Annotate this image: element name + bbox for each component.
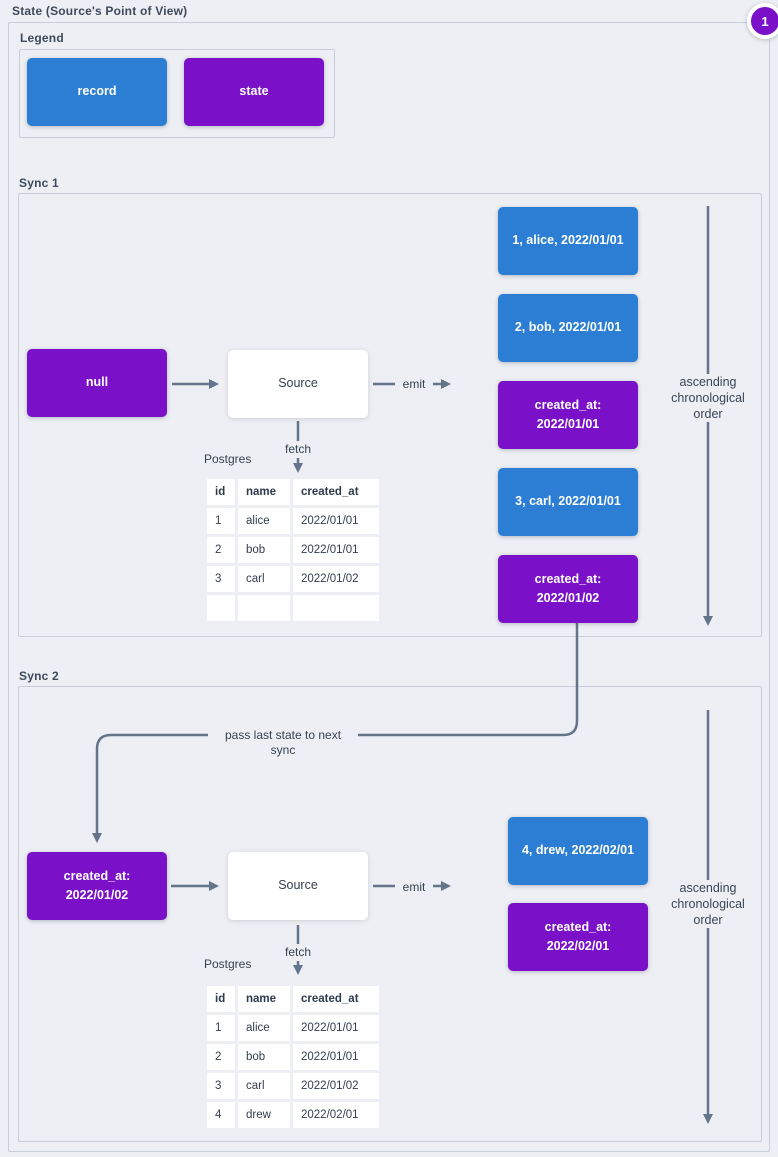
table-cell: 3 — [207, 566, 235, 592]
table-cell — [238, 595, 290, 621]
sync1-fetch-label: fetch — [277, 441, 319, 458]
sync1-emit-label: emit — [395, 376, 433, 393]
legend-panel — [19, 49, 335, 138]
table-cell: drew — [238, 1102, 290, 1128]
table-cell: 1 — [207, 1015, 235, 1041]
sync1-record-3: 3, carl, 2022/01/01 — [498, 468, 638, 536]
table-header: id — [207, 986, 235, 1012]
sync2-input-state-box: created_at: 2022/01/02 — [27, 852, 167, 920]
table-cell: alice — [238, 508, 290, 534]
step-badge: 1 — [747, 3, 778, 39]
sync1-state-2: created_at: 2022/01/02 — [498, 555, 638, 623]
sync1-database-label: Postgres — [201, 451, 255, 468]
state-panel — [8, 22, 770, 1152]
legend-record-box: record — [27, 58, 167, 126]
table-cell: alice — [238, 1015, 290, 1041]
sync2-state-1: created_at: 2022/02/01 — [508, 903, 648, 971]
table-cell: carl — [238, 1073, 290, 1099]
table-cell: 2 — [207, 537, 235, 563]
table-cell: bob — [238, 537, 290, 563]
pass-state-label: pass last state to next sync — [208, 727, 358, 759]
table-header: name — [238, 986, 290, 1012]
table-header: name — [238, 479, 290, 505]
sync1-panel — [18, 193, 762, 637]
table-cell: 2022/02/01 — [293, 1102, 379, 1128]
sync2-source-box: Source — [228, 852, 368, 920]
sync1-record-1: 1, alice, 2022/01/01 — [498, 207, 638, 275]
table-header: created_at — [293, 479, 379, 505]
sync2-emit-label: emit — [395, 879, 433, 896]
table-cell: carl — [238, 566, 290, 592]
table-cell: 2022/01/01 — [293, 1015, 379, 1041]
sync1-state-1: created_at: 2022/01/01 — [498, 381, 638, 449]
sync2-record-1: 4, drew, 2022/02/01 — [508, 817, 648, 885]
table-cell: 2022/01/02 — [293, 1073, 379, 1099]
table-header: id — [207, 479, 235, 505]
table-cell: 2022/01/01 — [293, 537, 379, 563]
table-cell: 2 — [207, 1044, 235, 1070]
table-cell: 1 — [207, 508, 235, 534]
table-cell: 2022/01/01 — [293, 1044, 379, 1070]
table-cell — [293, 595, 379, 621]
sync1-record-2: 2, bob, 2022/01/01 — [498, 294, 638, 362]
sync2-postgres-table: id name created_at 1 alice 2022/01/01 2 … — [207, 986, 379, 1128]
table-cell: 2022/01/02 — [293, 566, 379, 592]
sync2-database-label: Postgres — [201, 956, 255, 973]
table-cell: 3 — [207, 1073, 235, 1099]
sync2-order-note: ascending chronological order — [659, 880, 757, 928]
table-cell — [207, 595, 235, 621]
sync2-label: Sync 2 — [19, 669, 59, 683]
sync2-panel — [18, 686, 762, 1142]
table-cell: 4 — [207, 1102, 235, 1128]
legend-state-box: state — [184, 58, 324, 126]
sync1-source-box: Source — [228, 350, 368, 418]
page-title: State (Source's Point of View) — [12, 4, 188, 18]
sync1-order-note: ascending chronological order — [659, 374, 757, 422]
table-cell: 2022/01/01 — [293, 508, 379, 534]
sync1-label: Sync 1 — [19, 176, 59, 190]
sync1-input-state-box: null — [27, 349, 167, 417]
legend-label: Legend — [20, 31, 64, 45]
table-header: created_at — [293, 986, 379, 1012]
sync1-postgres-table: id name created_at 1 alice 2022/01/01 2 … — [207, 479, 379, 621]
table-cell: bob — [238, 1044, 290, 1070]
sync2-fetch-label: fetch — [277, 944, 319, 961]
